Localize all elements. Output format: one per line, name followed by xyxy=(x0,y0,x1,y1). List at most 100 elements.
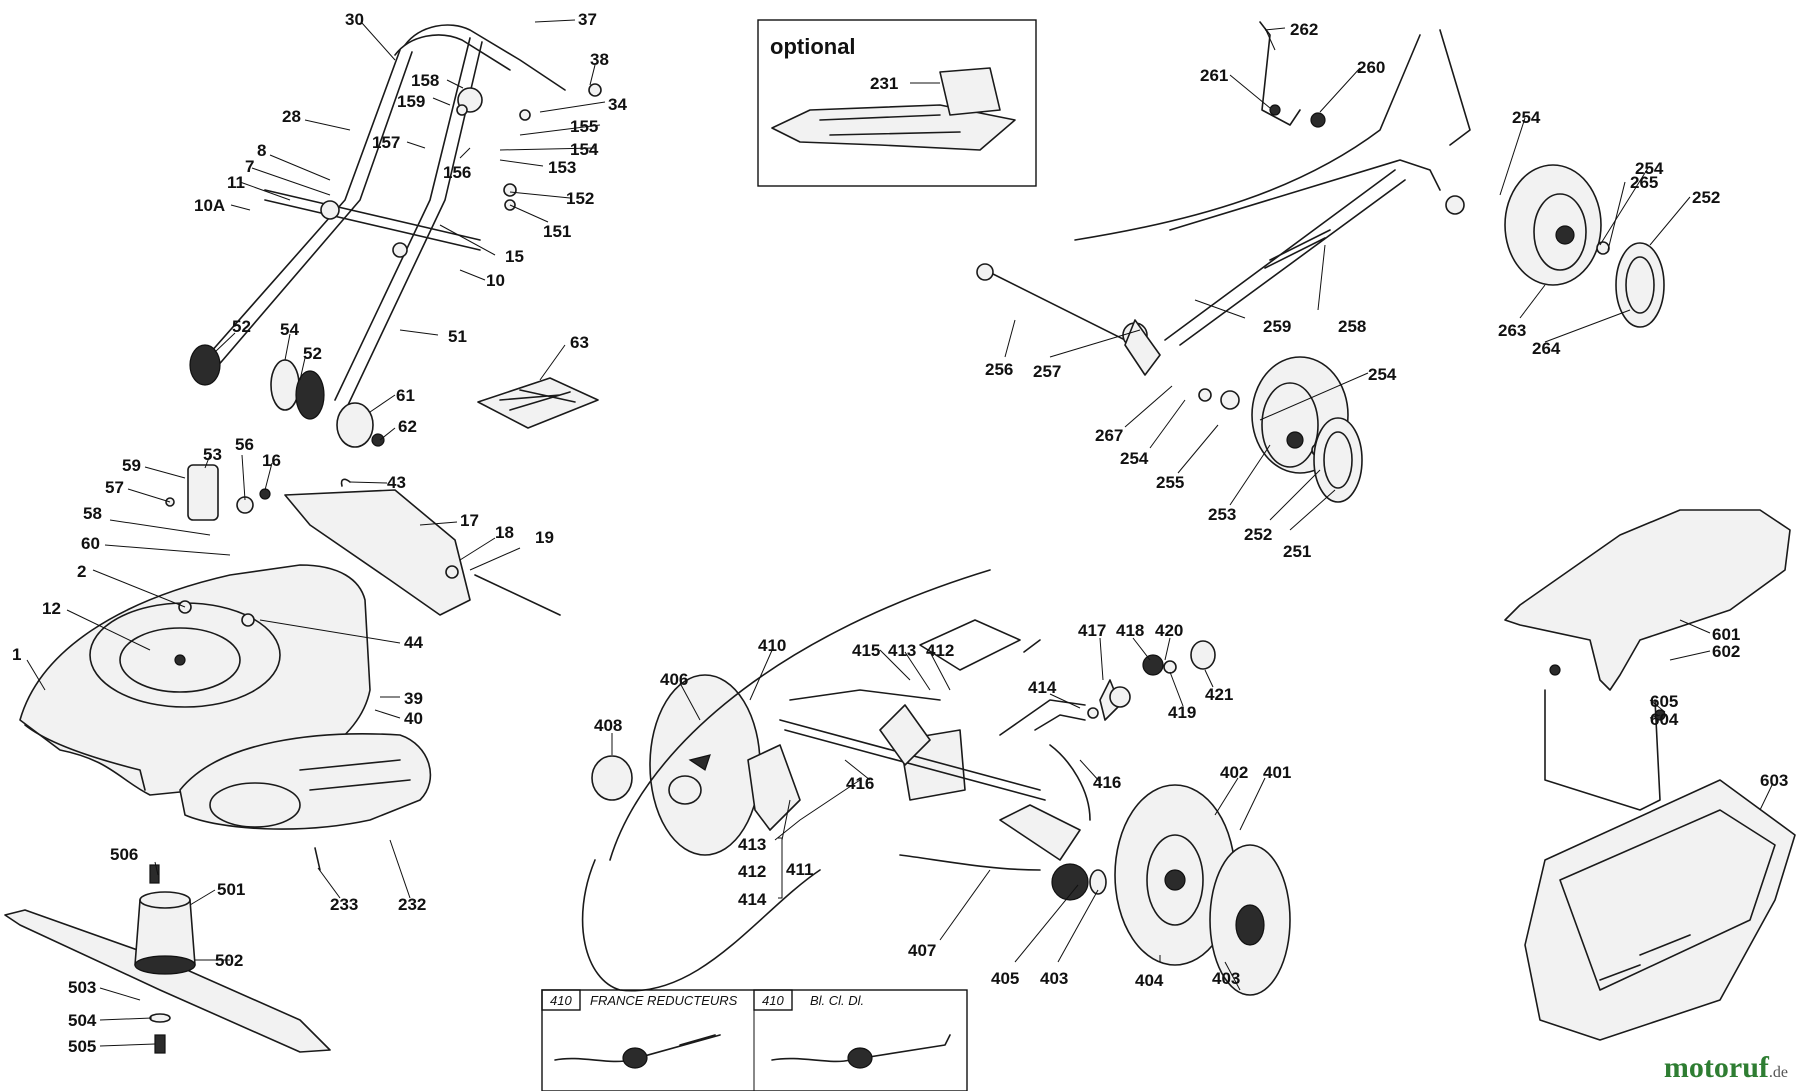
label-39: 39 xyxy=(404,689,423,708)
label-415: 415 xyxy=(852,641,880,660)
label-265: 265 xyxy=(1630,173,1658,192)
label-40: 40 xyxy=(404,709,423,728)
label-156: 156 xyxy=(443,163,471,182)
label-603: 603 xyxy=(1760,771,1788,790)
label-19: 19 xyxy=(535,528,554,547)
discharge-flap xyxy=(259,478,561,616)
label-605: 605 xyxy=(1650,692,1678,711)
rear-axle-and-wheels xyxy=(976,21,1665,503)
label-406: 406 xyxy=(660,670,688,689)
label-1: 1 xyxy=(12,645,21,664)
drive-assembly xyxy=(581,569,1291,996)
label-416-left: 416 xyxy=(846,774,874,793)
label-402: 402 xyxy=(1220,763,1248,782)
label-17: 17 xyxy=(460,511,479,530)
label-53: 53 xyxy=(203,445,222,464)
label-419: 419 xyxy=(1168,703,1196,722)
label-254-low: 254 xyxy=(1120,449,1149,468)
label-58: 58 xyxy=(83,504,102,523)
label-57: 57 xyxy=(105,478,124,497)
label-251: 251 xyxy=(1283,542,1311,561)
label-56: 56 xyxy=(235,435,254,454)
label-159: 159 xyxy=(397,92,425,111)
label-501: 501 xyxy=(217,880,245,899)
label-34: 34 xyxy=(608,95,627,114)
label-62: 62 xyxy=(398,417,417,436)
label-8: 8 xyxy=(257,141,266,160)
label-414-top: 414 xyxy=(1028,678,1057,697)
label-16: 16 xyxy=(262,451,281,470)
inset-right-title: Bl. Cl. Dl. xyxy=(810,993,864,1008)
mower-deck xyxy=(19,564,371,796)
label-264: 264 xyxy=(1532,339,1561,358)
label-412-bottom: 412 xyxy=(738,862,766,881)
label-404: 404 xyxy=(1135,971,1164,990)
label-405: 405 xyxy=(991,969,1019,988)
label-421: 421 xyxy=(1205,685,1233,704)
label-152: 152 xyxy=(566,189,594,208)
label-413-top: 413 xyxy=(888,641,916,660)
label-38: 38 xyxy=(590,50,609,69)
mulching-insert xyxy=(179,733,432,871)
label-252-top: 252 xyxy=(1692,188,1720,207)
watermark-name: motoruf xyxy=(1663,1051,1769,1084)
label-261: 261 xyxy=(1200,66,1228,85)
label-52-left: 52 xyxy=(232,317,251,336)
label-414-bottom: 414 xyxy=(738,890,767,909)
label-2: 2 xyxy=(77,562,86,581)
label-503: 503 xyxy=(68,978,96,997)
label-262: 262 xyxy=(1290,20,1318,39)
height-adjusters xyxy=(165,344,385,521)
label-7: 7 xyxy=(245,157,254,176)
label-52-right: 52 xyxy=(303,344,322,363)
label-412-top: 412 xyxy=(926,641,954,660)
label-420: 420 xyxy=(1155,621,1183,640)
label-37: 37 xyxy=(578,10,597,29)
label-408: 408 xyxy=(594,716,622,735)
label-505: 505 xyxy=(68,1037,96,1056)
label-403-right: 403 xyxy=(1212,969,1240,988)
label-259: 259 xyxy=(1263,317,1291,336)
label-11: 11 xyxy=(227,173,245,192)
label-255: 255 xyxy=(1156,473,1184,492)
label-601: 601 xyxy=(1712,625,1740,644)
label-506: 506 xyxy=(110,845,138,864)
label-267: 267 xyxy=(1095,426,1123,445)
label-418: 418 xyxy=(1116,621,1144,640)
label-403-left: 403 xyxy=(1040,969,1068,988)
label-254-right: 254 xyxy=(1368,365,1397,384)
label-602: 602 xyxy=(1712,642,1740,661)
label-411: 411 xyxy=(786,860,813,879)
label-59: 59 xyxy=(122,456,141,475)
optional-part-box: optional 231 xyxy=(757,19,1037,187)
handle-assembly xyxy=(194,24,602,406)
label-253: 253 xyxy=(1208,505,1236,524)
optional-title: optional xyxy=(770,34,856,59)
inset-left-title: FRANCE REDUCTEURS xyxy=(590,993,738,1008)
label-504: 504 xyxy=(68,1011,97,1030)
label-233: 233 xyxy=(330,895,358,914)
label-604: 604 xyxy=(1650,710,1679,729)
blade-and-adapter xyxy=(4,864,331,1054)
label-416-right: 416 xyxy=(1093,773,1121,792)
label-155: 155 xyxy=(570,117,598,136)
inset-right-code: 410 xyxy=(762,993,784,1008)
label-417: 417 xyxy=(1078,621,1106,640)
label-157: 157 xyxy=(372,133,400,152)
grass-collector xyxy=(1504,509,1796,1041)
label-44: 44 xyxy=(404,633,423,652)
label-51: 51 xyxy=(448,327,467,346)
label-258: 258 xyxy=(1338,317,1366,336)
label-63: 63 xyxy=(570,333,589,352)
label-153: 153 xyxy=(548,158,576,177)
label-257: 257 xyxy=(1033,362,1061,381)
label-502: 502 xyxy=(215,951,243,970)
label-61: 61 xyxy=(396,386,415,405)
label-10A: 10A xyxy=(194,196,225,215)
label-158: 158 xyxy=(411,71,439,90)
label-54: 54 xyxy=(280,320,299,339)
part-number-labels: 30 37 38 34 158 159 28 155 154 157 156 1… xyxy=(12,10,1788,1056)
inset-left-code: 410 xyxy=(550,993,572,1008)
label-410: 410 xyxy=(758,636,786,655)
